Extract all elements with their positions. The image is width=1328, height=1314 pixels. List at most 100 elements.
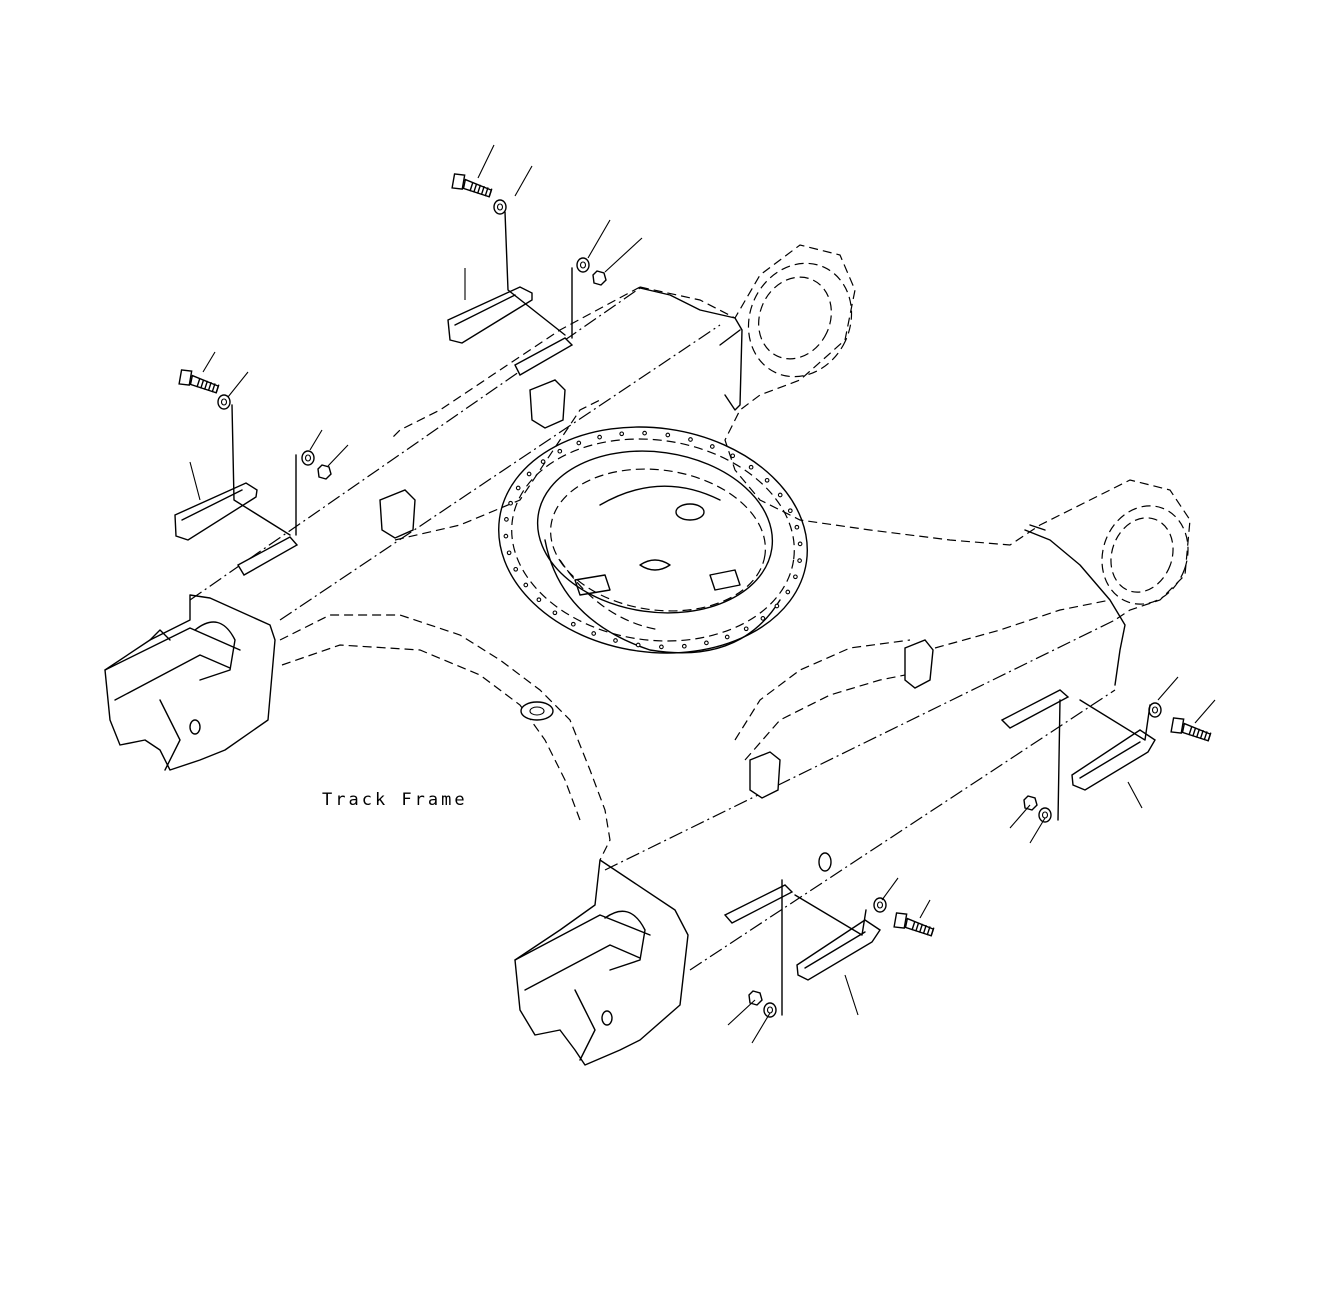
- bolt: [1170, 717, 1212, 742]
- washer: [493, 199, 507, 215]
- mount-blocks: [379, 379, 934, 799]
- bolt: [178, 369, 220, 394]
- washer-inner: [876, 901, 884, 909]
- bolt-thread: [1199, 730, 1204, 740]
- ring-bolt-hole: [515, 485, 521, 491]
- ring-bolt-hole: [704, 640, 709, 646]
- washer-inner: [1041, 811, 1049, 819]
- step-assembly-upper: [174, 286, 574, 576]
- bolt-thread: [215, 384, 220, 394]
- bolt-thread: [930, 927, 935, 937]
- callout-leader: [587, 219, 611, 259]
- ring-bolt-hole: [619, 431, 625, 437]
- right-drive-drum: [1024, 505, 1189, 686]
- bolt: [451, 173, 493, 198]
- washer: [301, 450, 315, 466]
- ring-bolt-hole: [760, 616, 766, 621]
- ring-bolt-hole: [764, 477, 770, 483]
- washer: [763, 1002, 777, 1018]
- step-assembly-lower: [723, 689, 1156, 981]
- callout-leader: [919, 899, 931, 919]
- diagram-caption: Track Frame: [322, 790, 468, 810]
- ring-bolt-hole: [681, 643, 687, 649]
- ring-bolt-hole: [506, 550, 512, 556]
- fasteners: [178, 173, 1212, 1018]
- washer-inner: [579, 261, 587, 269]
- bolt-head: [1170, 717, 1185, 734]
- washer: [217, 394, 231, 410]
- ring-bolt-hole: [523, 582, 529, 588]
- bolt-thread: [477, 184, 481, 194]
- callout-leader: [227, 371, 249, 398]
- callout-leader: [604, 237, 643, 273]
- bolt: [893, 912, 935, 937]
- callout-leader: [309, 429, 323, 451]
- callout-leader: [514, 165, 533, 197]
- bolt-thread: [1207, 732, 1212, 742]
- bolt-thread: [196, 378, 201, 388]
- ring-bolt-hole: [504, 517, 509, 522]
- ring-bolt-hole: [613, 638, 618, 643]
- bolt-head: [893, 912, 908, 929]
- callout-leader: [844, 974, 859, 1016]
- callout-leader: [1127, 781, 1143, 809]
- ring-bolt-hole: [709, 444, 715, 449]
- ring-bolt-hole: [659, 644, 664, 650]
- washer: [1038, 807, 1052, 823]
- bolt-thread: [211, 383, 216, 393]
- callout-leader: [727, 999, 756, 1026]
- ring-bolt-hole: [513, 566, 519, 572]
- bolt-thread: [469, 182, 474, 192]
- ring-bolt-hole: [557, 448, 563, 454]
- washer-inner: [304, 454, 312, 462]
- ring-bolt-hole: [591, 631, 597, 636]
- ring-bolt-hole: [688, 437, 693, 442]
- washer-inner: [496, 203, 504, 211]
- center-frame-outline: [279, 244, 1191, 861]
- nut: [317, 464, 332, 480]
- ring-bolt-hole: [797, 558, 802, 563]
- callout-leader: [1009, 804, 1031, 829]
- nut: [748, 990, 763, 1006]
- callout-leader: [1157, 676, 1179, 701]
- ring-bolt-hole: [777, 492, 783, 498]
- ring-bolt-hole: [552, 610, 558, 616]
- washer-inner: [220, 398, 228, 406]
- right-track-rail: [514, 619, 1116, 1066]
- ring-bolt-hole: [536, 597, 542, 603]
- bolt-thread: [473, 183, 478, 193]
- ring-bolt-hole: [748, 464, 754, 470]
- bolt-thread: [922, 925, 927, 935]
- bolt-thread: [204, 380, 208, 390]
- callout-leader: [751, 1012, 771, 1044]
- ring-bolt-holes: [503, 430, 803, 650]
- callout-leader: [1029, 817, 1046, 844]
- bolt-thread: [915, 922, 920, 932]
- bolt-head: [451, 173, 466, 190]
- callout-leader: [1194, 699, 1216, 724]
- bolt-head: [178, 369, 193, 386]
- callout-leader: [881, 877, 899, 901]
- ring-bolt-hole: [576, 440, 582, 446]
- ring-bolt-hole: [503, 533, 509, 539]
- bolt-thread: [207, 382, 212, 392]
- ring-bolt-hole: [526, 471, 532, 477]
- washer: [1148, 702, 1162, 718]
- washer: [873, 897, 887, 913]
- ring-bolt-hole: [665, 432, 671, 438]
- ring-bolt-hole: [743, 626, 749, 632]
- callout-leader: [327, 444, 349, 467]
- swing-circle-ring: [498, 426, 808, 654]
- ring-bolt-hole: [794, 524, 800, 530]
- bolt-thread: [480, 186, 485, 196]
- ring-bolt-hole: [730, 453, 736, 459]
- ring-bolt-hole: [793, 574, 798, 580]
- ring-bolt-hole: [724, 634, 730, 640]
- ring-bolt-hole: [787, 508, 793, 514]
- washer-inner: [1151, 706, 1159, 714]
- callout-leader: [202, 351, 216, 373]
- washer-inner: [766, 1006, 774, 1014]
- ring-bolt-hole: [797, 541, 803, 547]
- bolt-thread: [200, 379, 205, 389]
